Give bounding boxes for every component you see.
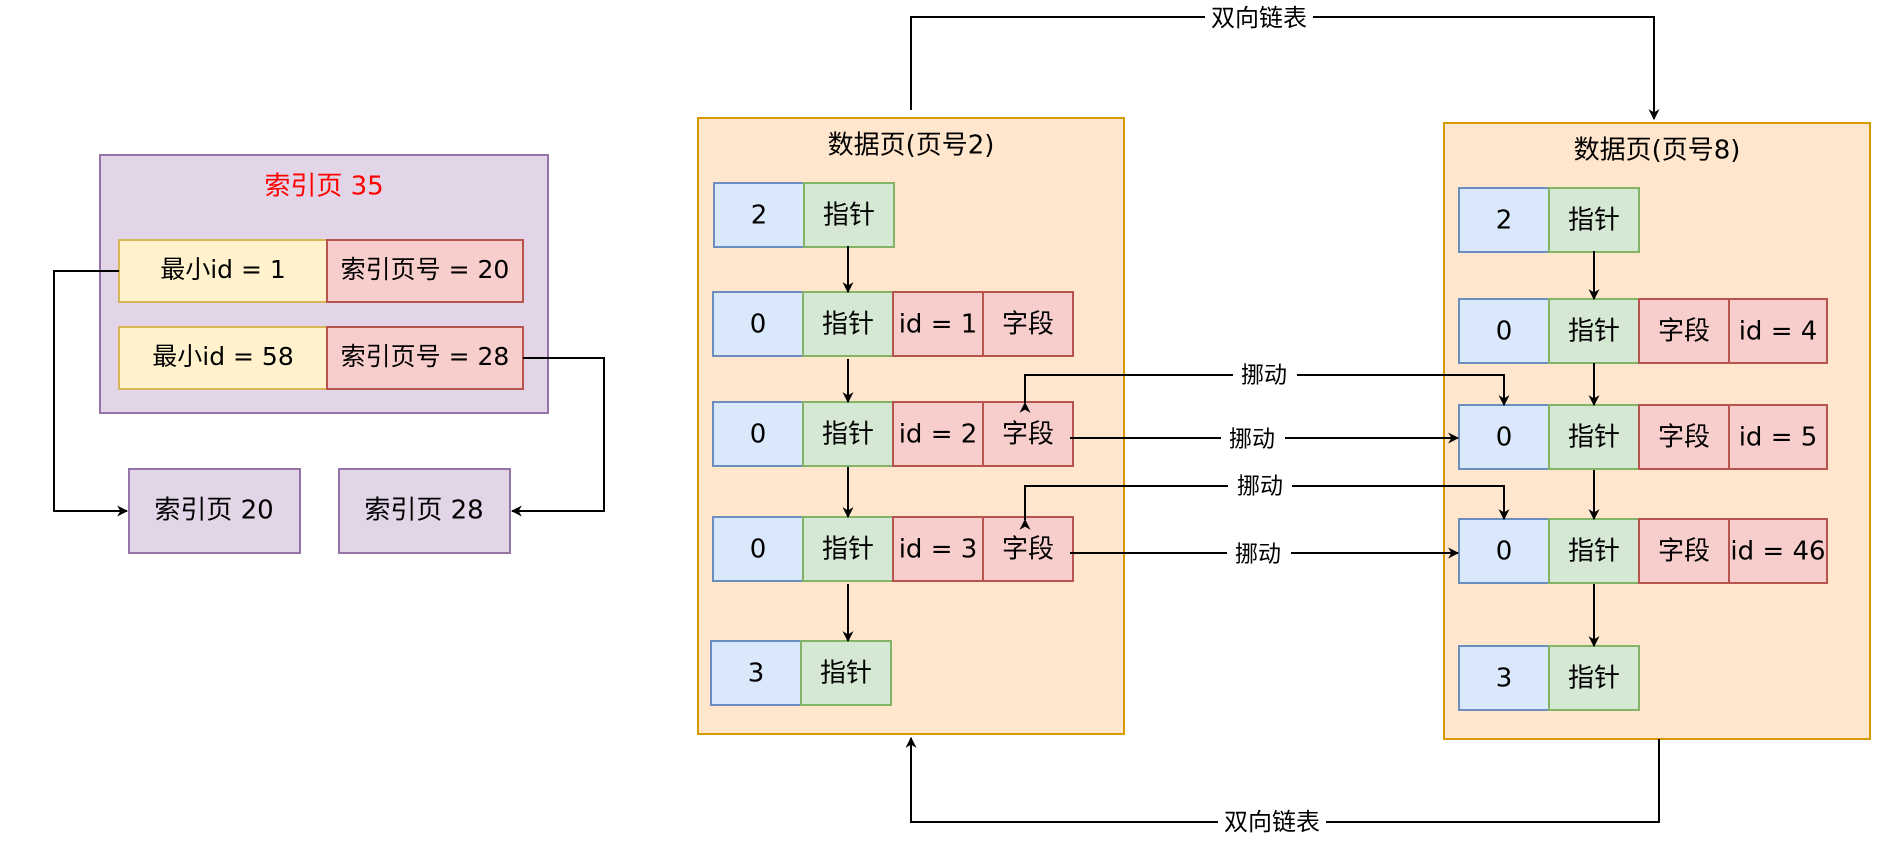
pointer-cell [802, 291, 894, 357]
slot-cell-label: 0 [750, 420, 767, 450]
pointer-cell-label: 指针 [1568, 206, 1620, 236]
slot-cell-label: 3 [1496, 664, 1513, 694]
page-no-label: 索引页号 = 28 [341, 342, 510, 371]
id-cell [892, 291, 984, 357]
id-cell-label: id = 2 [899, 420, 978, 450]
data-page-title: 数据页(页号2) [828, 131, 995, 161]
pointer-cell-label: 指针 [823, 201, 875, 231]
slot-cell-label: 0 [750, 535, 767, 565]
field-cell-label: 字段 [1658, 317, 1710, 347]
pointer-cell-label: 指针 [1568, 423, 1620, 453]
slot-cell-label: 2 [1496, 206, 1513, 236]
pointer-cell [1548, 298, 1640, 364]
slot-cell [713, 182, 805, 248]
id-cell [892, 516, 984, 582]
field-cell [1638, 298, 1730, 364]
pointer-cell-label: 指针 [820, 659, 872, 689]
slot-cell-label: 0 [1496, 537, 1513, 567]
pointer-cell-label: 指针 [822, 310, 874, 340]
edge-label-bg [1221, 424, 1285, 452]
slot-cell [1458, 187, 1550, 253]
data-page-records: 2 指针 0 指针 id = 1 字段 0 指针 id = 2 字段 0 指针 id = 3 字段 3 指针 [710, 182, 1074, 706]
pointer-cell [800, 640, 892, 706]
data-page-title: 数据页(页号8) [1574, 136, 1741, 166]
min-id-cell [118, 239, 328, 303]
slot-cell [1458, 645, 1550, 711]
index-connector-28 [510, 357, 605, 517]
field-cell-label: 字段 [1002, 535, 1054, 565]
id-cell [1728, 298, 1828, 364]
min-id-label: 最小id = 58 [152, 342, 293, 371]
index-page-28-box [338, 468, 511, 554]
slot-cell-label: 0 [750, 310, 767, 340]
slot-cell-label: 2 [751, 201, 768, 231]
field-cell [1638, 404, 1730, 470]
pointer-cell-label: 指针 [1568, 317, 1620, 347]
move-label: 挪动 [1237, 474, 1283, 500]
field-cell-label: 字段 [1002, 310, 1054, 340]
pointer-cell-label: 指针 [1568, 664, 1620, 694]
id-cell-label: id = 3 [899, 535, 978, 565]
move-label: 挪动 [1229, 427, 1275, 453]
edge-label-bg [1218, 808, 1326, 836]
slot-cell-label: 0 [1496, 423, 1513, 453]
id-cell-label: id = 5 [1739, 423, 1818, 453]
edge-label-bg [1233, 361, 1297, 389]
page-no-cell [326, 326, 524, 390]
page-no-cell [326, 239, 524, 303]
pointer-cell [1548, 645, 1640, 711]
id-cell-label: id = 46 [1730, 537, 1825, 567]
field-cell [1638, 518, 1730, 584]
linked-list-label-top: 双向链表 [1211, 4, 1307, 32]
pointer-cell [802, 516, 894, 582]
index-page-20-box [128, 468, 301, 554]
edge-label-bg [1205, 4, 1313, 32]
slot-cell [712, 401, 804, 467]
linked-list-edge-top [910, 16, 1660, 121]
index-page-35: 索引页 35 最小id = 1 索引页号 = 20 最小id = 58 索引页号… [99, 154, 549, 414]
id-cell [1728, 518, 1828, 584]
min-id-label: 最小id = 1 [160, 255, 286, 284]
index-page-28-label: 索引页 28 [364, 496, 483, 526]
pointer-cell [1548, 518, 1640, 584]
move-label: 挪动 [1241, 363, 1287, 389]
pointer-cell-label: 指针 [822, 420, 874, 450]
id-cell-label: id = 4 [1739, 317, 1818, 347]
field-cell-label: 字段 [1658, 423, 1710, 453]
slot-cell-label: 0 [1496, 317, 1513, 347]
field-cell-label: 字段 [1002, 420, 1054, 450]
field-cell [982, 291, 1074, 357]
linked-list-label-bottom: 双向链表 [1224, 808, 1320, 836]
id-cell [1728, 404, 1828, 470]
pointer-cell-label: 指针 [822, 535, 874, 565]
page-no-label: 索引页号 = 20 [341, 255, 510, 284]
index-page-title: 索引页 35 [264, 172, 383, 202]
data-page-2: 数据页(页号2) 2 指针 0 指针 id = 1 字段 0 指针 id = 2 字段 0 指针 id … [697, 117, 1125, 735]
slot-cell-label: 3 [748, 659, 765, 689]
pointer-cell-label: 指针 [1568, 537, 1620, 567]
edge-label-bg [1228, 472, 1292, 500]
pointer-cell [1548, 187, 1640, 253]
index-connector-20 [53, 270, 129, 517]
id-cell-label: id = 1 [899, 310, 978, 340]
edge-label-bg [1227, 539, 1291, 567]
move-label: 挪动 [1235, 542, 1281, 568]
index-page-20-label: 索引页 20 [154, 496, 273, 526]
field-cell-label: 字段 [1658, 537, 1710, 567]
